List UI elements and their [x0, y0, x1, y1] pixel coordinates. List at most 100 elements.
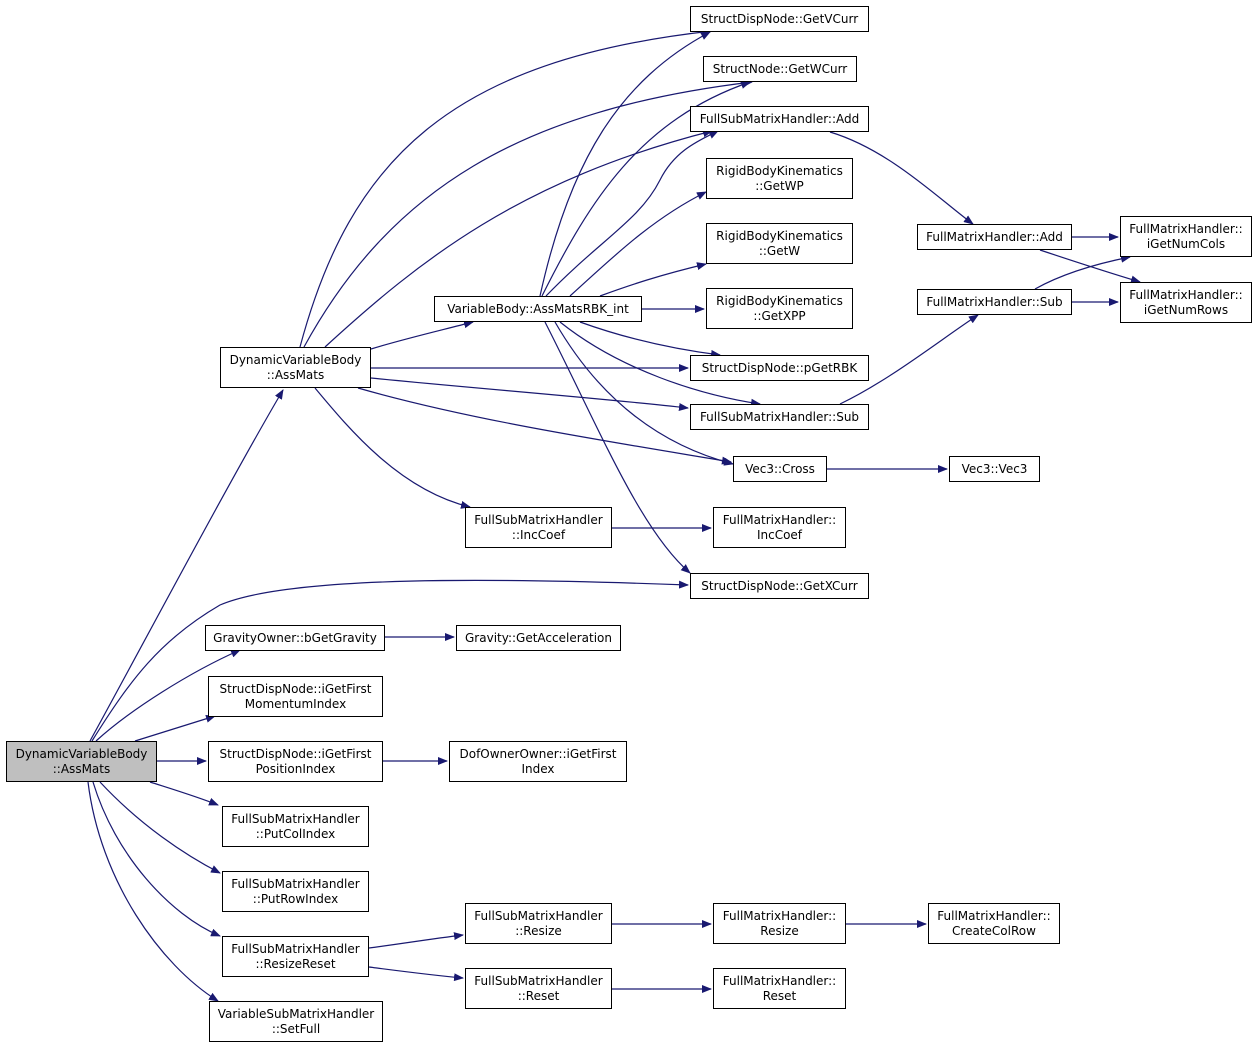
edge-vb-to-fsmh-add	[545, 130, 719, 297]
node-rigidbodykinematics-getwp[interactable]: RigidBodyKinematics ::GetWP	[706, 158, 853, 199]
node-line-1: FullSubMatrixHandler::Add	[699, 111, 860, 126]
node-line-1: FullSubMatrixHandler	[474, 908, 603, 923]
node-fullsubmatrixhandler-putrowindex[interactable]: FullSubMatrixHandler ::PutRowIndex	[222, 871, 369, 912]
node-structdispnode-igetfirstmomentumindex[interactable]: StructDispNode::iGetFirst MomentumIndex	[208, 676, 383, 717]
node-fullsubmatrixhandler-add[interactable]: FullSubMatrixHandler::Add	[690, 106, 869, 132]
node-fullmatrixhandler-inccoef[interactable]: FullMatrixHandler:: IncCoef	[713, 507, 846, 548]
edge-fsmh-sub-to-fmh-sub	[839, 314, 979, 405]
node-line-1: StructDispNode::pGetRBK	[701, 360, 858, 375]
edge-vb-to-rbk-getwp	[569, 191, 707, 297]
edge-fmh-add-to-igetnumrows	[1039, 249, 1141, 284]
edge-resizereset-to-fsmh-reset	[368, 966, 464, 982]
edge-vb-to-rbk-getw	[599, 262, 707, 297]
node-line-1: FullSubMatrixHandler	[231, 941, 360, 956]
node-variablebody-assmatsrbk-int[interactable]: VariableBody::AssMatsRBK_int	[434, 296, 642, 322]
node-line-1: Vec3::Cross	[745, 461, 815, 476]
node-line-2: ::AssMats	[266, 367, 325, 382]
node-gravity-getacceleration[interactable]: Gravity::GetAcceleration	[456, 625, 621, 651]
node-fullmatrixhandler-add[interactable]: FullMatrixHandler::Add	[917, 224, 1072, 250]
node-line-1: GravityOwner::bGetGravity	[213, 630, 377, 645]
node-rigidbodykinematics-getxpp[interactable]: RigidBodyKinematics ::GetXPP	[706, 288, 853, 329]
node-structnode-getwcurr[interactable]: StructNode::GetWCurr	[703, 56, 857, 82]
node-line-2: ::GetWP	[755, 178, 804, 193]
node-fullsubmatrixhandler-inccoef[interactable]: FullSubMatrixHandler ::IncCoef	[465, 507, 612, 548]
node-fullsubmatrixhandler-reset[interactable]: FullSubMatrixHandler ::Reset	[465, 968, 612, 1009]
node-line-1: FullMatrixHandler::	[937, 908, 1051, 923]
node-variablesubmatrixhandler-setfull[interactable]: VariableSubMatrixHandler ::SetFull	[209, 1001, 383, 1042]
node-line-1: FullMatrixHandler::	[722, 973, 837, 988]
node-structdispnode-pgetrbk[interactable]: StructDispNode::pGetRBK	[690, 355, 869, 381]
node-structdispnode-getvcurr[interactable]: StructDispNode::GetVCurr	[690, 6, 869, 32]
node-line-2: ::GetXPP	[753, 308, 806, 323]
edge-dvb-to-vec3-cross	[357, 387, 732, 465]
edge-root-to-resizereset	[92, 781, 221, 937]
node-fullsubmatrixhandler-resizereset[interactable]: FullSubMatrixHandler ::ResizeReset	[222, 936, 369, 977]
node-line-1: RigidBodyKinematics	[716, 293, 843, 308]
node-line-2: iGetNumRows	[1143, 302, 1229, 317]
edge-vb-to-getwcurr	[541, 81, 751, 297]
node-line-1: StructDispNode::iGetFirst	[219, 681, 372, 696]
node-line-1: StructDispNode::GetVCurr	[700, 11, 859, 26]
node-line-1: FullMatrixHandler::	[722, 908, 837, 923]
node-gravityowner-bgetgravity[interactable]: GravityOwner::bGetGravity	[205, 625, 385, 651]
node-line-1: RigidBodyKinematics	[716, 163, 843, 178]
node-line-2: ::PutColIndex	[255, 826, 336, 841]
node-line-2: iGetNumCols	[1146, 236, 1226, 251]
node-fullsubmatrixhandler-sub[interactable]: FullSubMatrixHandler::Sub	[690, 404, 869, 430]
node-fullmatrixhandler-createcolrow[interactable]: FullMatrixHandler:: CreateColRow	[928, 903, 1060, 944]
node-line-2: CreateColRow	[952, 923, 1036, 938]
node-line-2: PositionIndex	[255, 761, 336, 776]
edge-fsmh-add-to-fmh-add	[829, 131, 974, 225]
node-line-2: ::SetFull	[271, 1021, 321, 1036]
node-rigidbodykinematics-getw[interactable]: RigidBodyKinematics ::GetW	[706, 223, 853, 264]
node-line-1: StructDispNode::iGetFirst	[219, 746, 372, 761]
node-line-2: Resize	[760, 923, 799, 938]
node-line-1: FullMatrixHandler::Add	[926, 229, 1063, 244]
node-fullmatrixhandler-reset[interactable]: FullMatrixHandler:: Reset	[713, 968, 846, 1009]
edge-root-to-getxcurr	[91, 579, 689, 742]
node-line-2: ::PutRowIndex	[252, 891, 339, 906]
edge-root-to-putrowindex	[99, 781, 221, 874]
node-line-1: FullSubMatrixHandler::Sub	[699, 409, 860, 424]
edge-fmh-sub-to-igetnumcols	[1034, 254, 1131, 290]
edge-vb-to-pgetrbk	[579, 321, 721, 358]
node-line-1: FullMatrixHandler::	[722, 512, 837, 527]
node-line-1: FullSubMatrixHandler	[474, 973, 603, 988]
node-line-1: VariableSubMatrixHandler	[217, 1006, 375, 1021]
node-fullsubmatrixhandler-putcolindex[interactable]: FullSubMatrixHandler ::PutColIndex	[222, 806, 369, 847]
node-line-2: MomentumIndex	[244, 696, 347, 711]
edge-root-to-putcolindex	[149, 781, 219, 806]
node-fullmatrixhandler-igetnumcols[interactable]: FullMatrixHandler:: iGetNumCols	[1120, 216, 1252, 257]
node-structdispnode-igetfirstpositionindex[interactable]: StructDispNode::iGetFirst PositionIndex	[208, 741, 383, 782]
node-fullmatrixhandler-igetnumrows[interactable]: FullMatrixHandler:: iGetNumRows	[1120, 282, 1252, 323]
node-fullmatrixhandler-resize[interactable]: FullMatrixHandler:: Resize	[713, 903, 846, 944]
edge-resizereset-to-fsmh-resize	[368, 932, 464, 949]
node-structdispnode-getxcurr[interactable]: StructDispNode::GetXCurr	[690, 573, 869, 599]
node-line-1: FullSubMatrixHandler	[231, 876, 360, 891]
node-line-1: StructNode::GetWCurr	[712, 61, 848, 76]
edge-root-to-dvb-assmats	[89, 389, 284, 742]
node-line-2: ::IncCoef	[511, 527, 566, 542]
node-fullsubmatrixhandler-resize[interactable]: FullSubMatrixHandler ::Resize	[465, 903, 612, 944]
node-vec3-cross[interactable]: Vec3::Cross	[733, 456, 827, 482]
edge-root-to-setfull	[87, 781, 219, 1002]
edge-vb-to-getxcurr	[544, 321, 691, 574]
node-line-1: DofOwnerOwner::iGetFirst	[459, 746, 617, 761]
node-root-line-2: ::AssMats	[52, 761, 111, 776]
edge-dvb-to-fsmh-inccoef	[314, 387, 471, 509]
edge-root-to-igetfirst-momentum	[134, 714, 216, 742]
edge-root-to-gravityowner	[95, 649, 241, 742]
node-line-1: RigidBodyKinematics	[716, 228, 843, 243]
node-dynamicvariablebody-assmats[interactable]: DynamicVariableBody ::AssMats	[220, 347, 371, 388]
edge-dvb-to-getvcurr	[299, 28, 713, 348]
node-line-1: Gravity::GetAcceleration	[465, 630, 612, 645]
node-vec3-vec3[interactable]: Vec3::Vec3	[949, 456, 1040, 482]
node-line-1: Vec3::Vec3	[961, 461, 1028, 476]
node-dofownerowner-igetfirstindex[interactable]: DofOwnerOwner::iGetFirst Index	[449, 741, 627, 782]
node-line-1: FullMatrixHandler::	[1129, 221, 1243, 236]
edge-dvb-to-getwcurr	[303, 79, 753, 348]
node-fullmatrixhandler-sub[interactable]: FullMatrixHandler::Sub	[917, 289, 1072, 315]
node-line-2: ::Reset	[517, 988, 560, 1003]
